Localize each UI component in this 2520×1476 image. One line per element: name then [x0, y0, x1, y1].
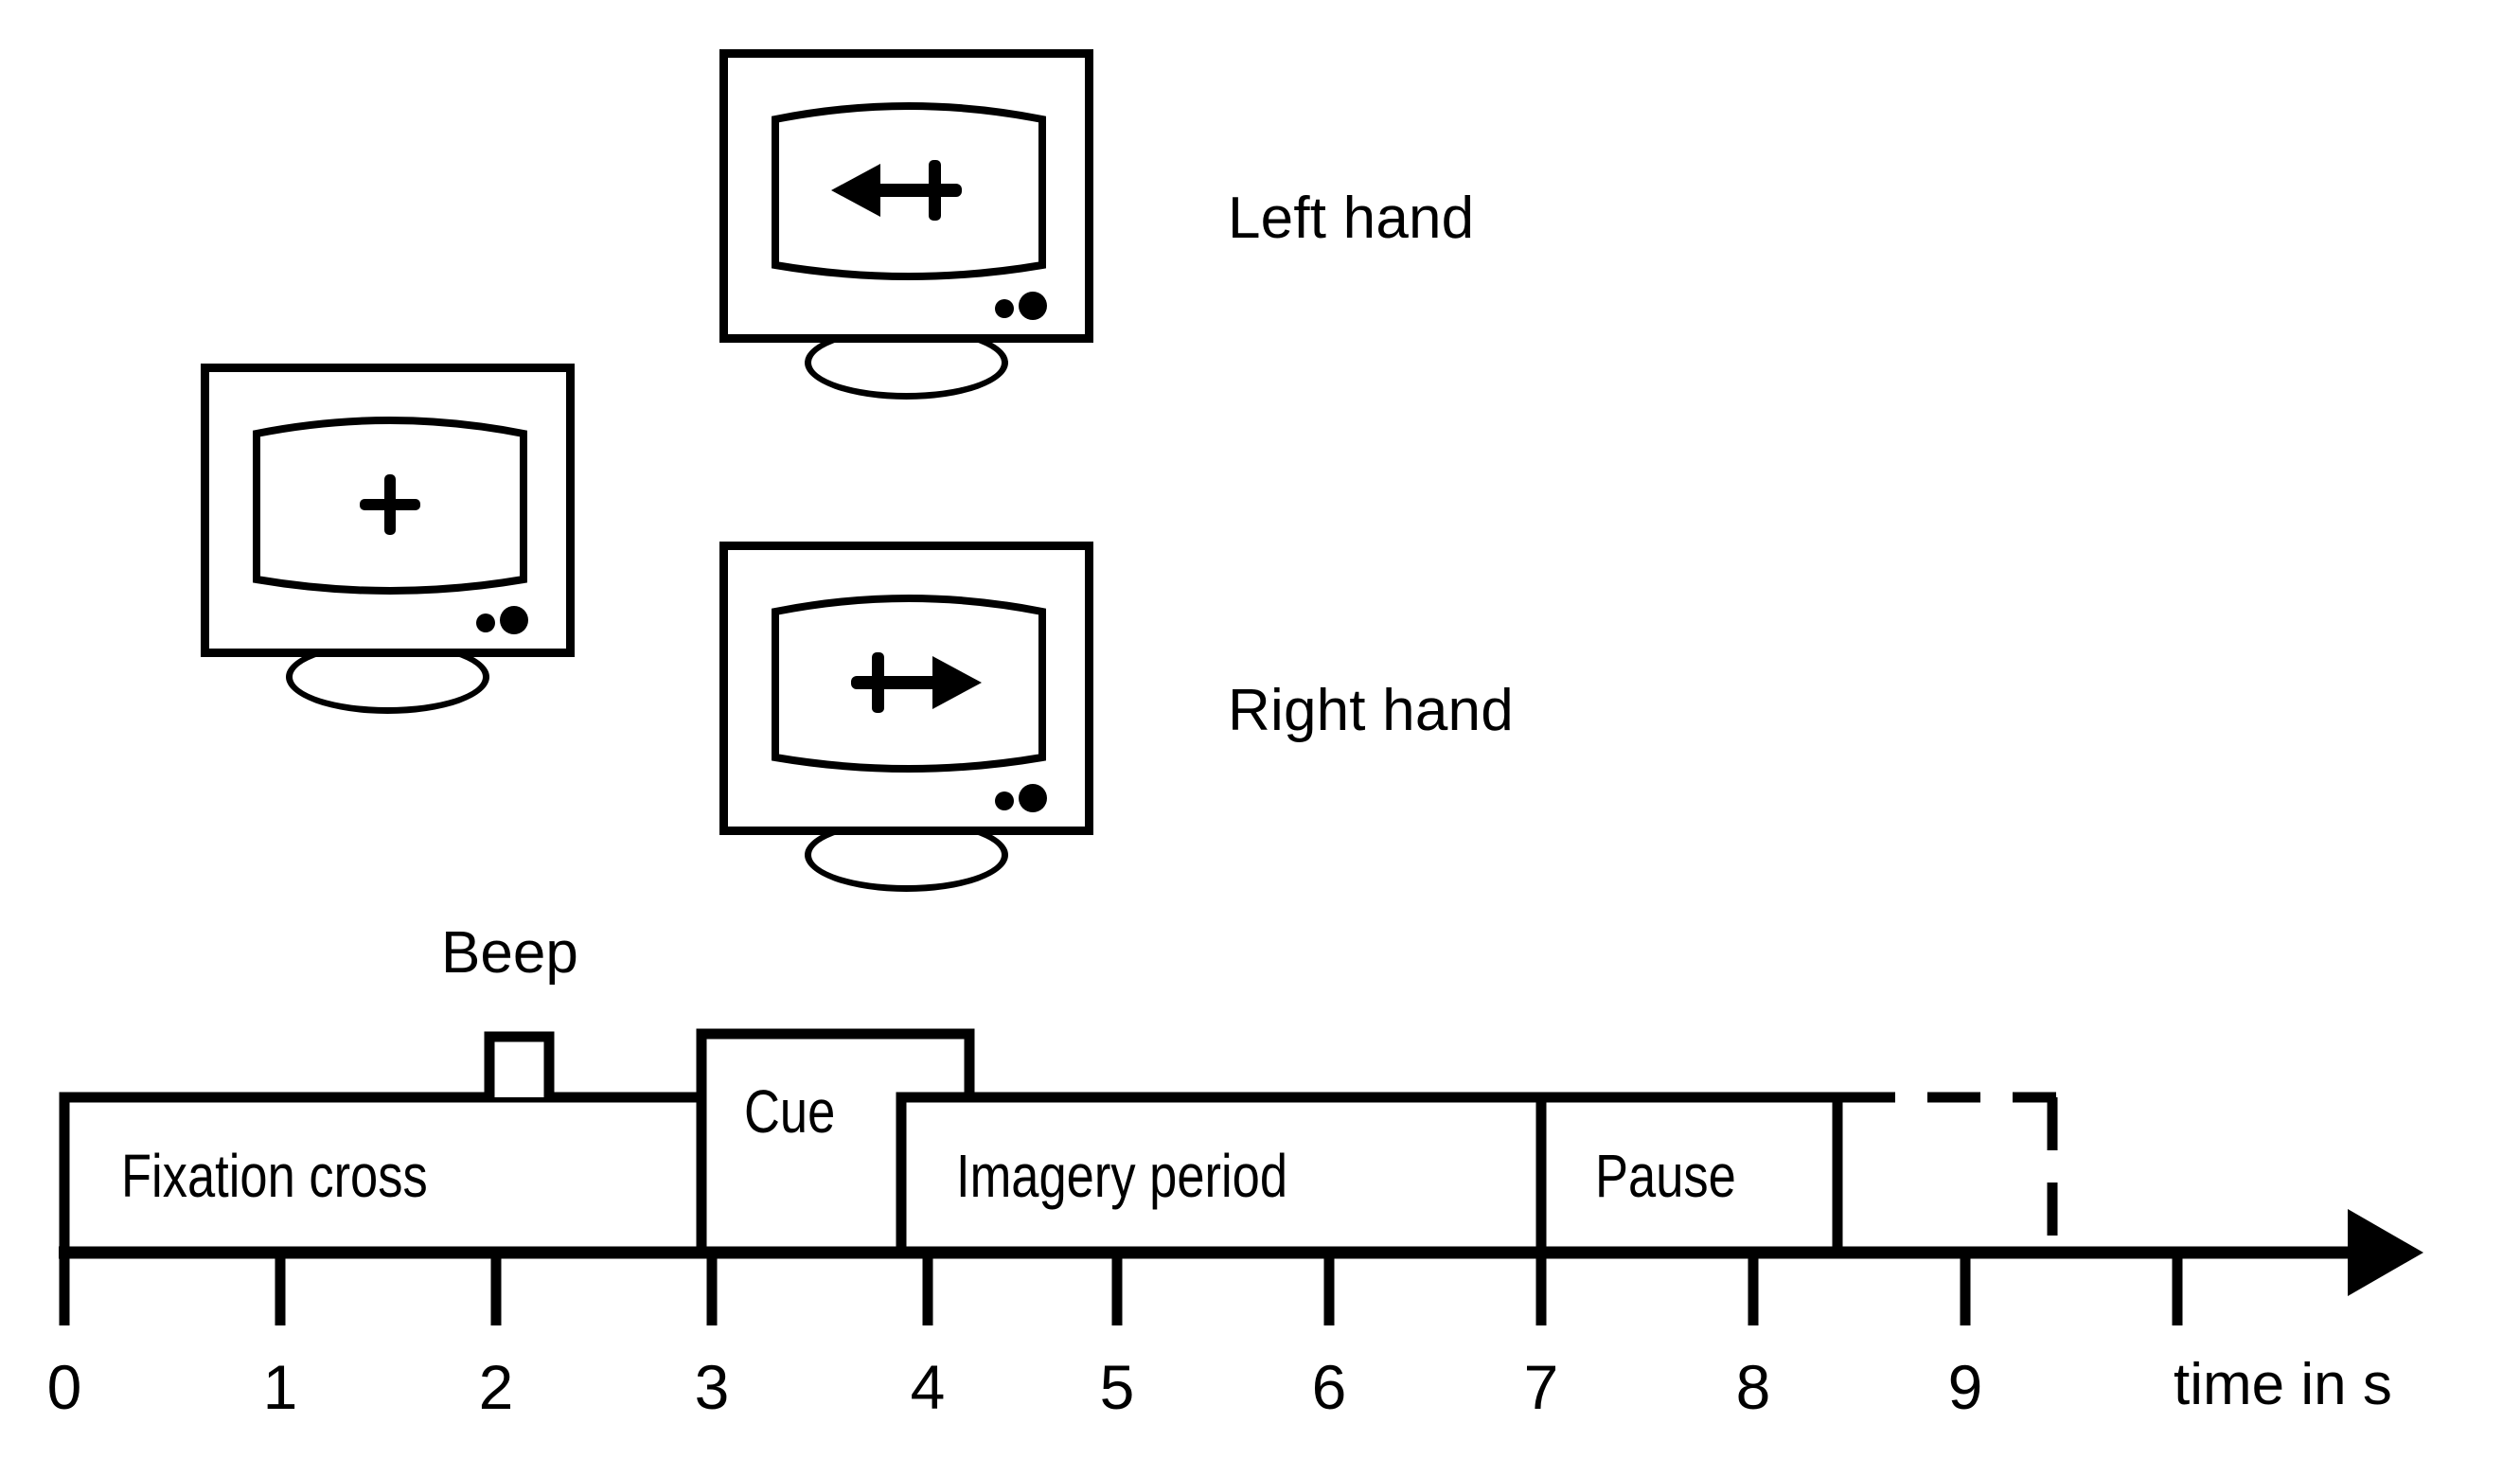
screen-glyph-plus-cross: [201, 364, 575, 657]
label-right-hand: Right hand: [1228, 678, 1514, 743]
label-left-hand: Left hand: [1228, 186, 1475, 251]
power-led-small-icon: [995, 299, 1014, 318]
axis-tick-label-6: 6: [1311, 1352, 1347, 1422]
block-label-cue: Cue: [744, 1077, 836, 1146]
axis-tick-label-1: 1: [262, 1352, 298, 1422]
power-button-icon: [1019, 784, 1047, 812]
axis-tick-label-9: 9: [1947, 1352, 1983, 1422]
power-led-small-icon: [995, 791, 1014, 810]
power-button-icon: [1019, 292, 1047, 320]
block-label-imagery-period: Imagery period: [956, 1142, 1288, 1210]
axis-tick-label-7: 7: [1523, 1352, 1559, 1422]
power-button-icon: [500, 606, 528, 634]
block-imagery-period: [896, 1092, 1547, 1258]
axis-tick-label-8: 8: [1735, 1352, 1771, 1422]
beep-label: Beep: [441, 920, 578, 986]
axis-label-time: time in s: [2174, 1352, 2392, 1417]
axis-tick-label-4: 4: [910, 1352, 946, 1422]
beep-pulse-marker: [484, 1031, 555, 1097]
screen-glyph-arrow-right-icon: [719, 542, 1093, 835]
screen-glyph-arrow-left-icon: [719, 49, 1093, 343]
power-led-small-icon: [476, 614, 495, 632]
axis-tick-label-2: 2: [478, 1352, 514, 1422]
block-label-pause: Pause: [1595, 1142, 1736, 1210]
axis-tick-label-3: 3: [694, 1352, 730, 1422]
monitor-right-hand-cue: [719, 542, 1093, 892]
block-label-fixation-cross: Fixation cross: [121, 1142, 428, 1210]
axis-tick-label-0: 0: [46, 1352, 82, 1422]
axis-tick-label-5: 5: [1099, 1352, 1135, 1422]
monitor-fixation-cross: [201, 364, 575, 714]
axis-arrowhead-icon: [2348, 1209, 2423, 1296]
monitor-left-hand-cue: [719, 49, 1093, 400]
